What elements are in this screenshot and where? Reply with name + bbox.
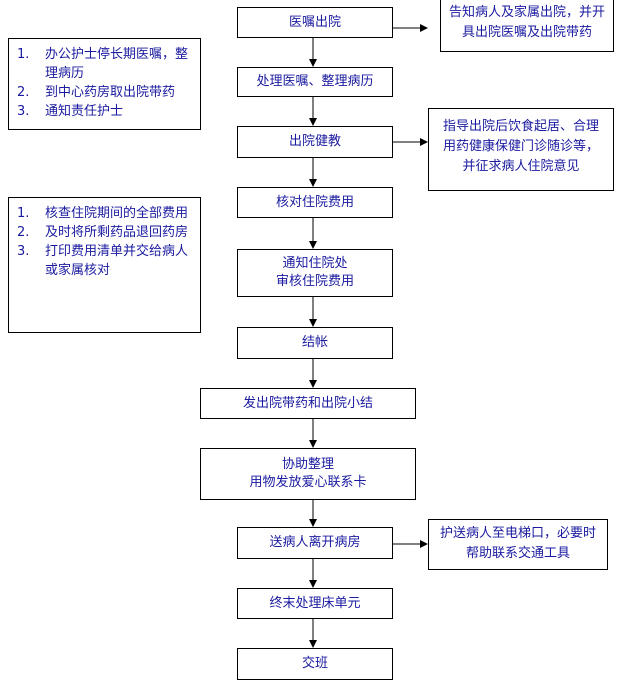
- list-item: 1.核查住院期间的全部费用: [17, 206, 189, 221]
- note-escort: 护送病人至电梯口，必要时帮助联系交通工具: [428, 519, 608, 570]
- list-item: 2.及时将所剩药品退回药房: [17, 225, 189, 240]
- step-settle-account: 结帐: [237, 327, 393, 359]
- step-issue-medicine-summary: 发出院带药和出院小结: [200, 388, 416, 419]
- note-discharge-order: 告知病人及家属出院，并开具出院医嘱及出院带药: [440, 0, 614, 52]
- note-health-education: 指导出院后饮食起居、合理用药健康保健门诊随诊等，并征求病人住院意见: [428, 108, 614, 191]
- list-item: 3.通知责任护士: [17, 104, 124, 119]
- step-assist-packing: 协助整理 用物发放爱心联系卡: [200, 448, 416, 500]
- list-item: 1.办公护士停长期医嘱，整理病历: [17, 47, 189, 81]
- step-discharge-order: 医嘱出院: [237, 7, 393, 38]
- step-handover: 交班: [237, 648, 393, 680]
- step-process-orders: 处理医嘱、整理病历: [237, 67, 393, 97]
- step-escort-patient: 送病人离开病房: [237, 527, 393, 559]
- list-billing-tasks: 1.核查住院期间的全部费用 2.及时将所剩药品退回药房 3.打印费用清单并交给病…: [8, 197, 201, 333]
- list-item: 3.打印费用清单并交给病人或家属核对: [17, 244, 189, 278]
- list-order-tasks: 1.办公护士停长期医嘱，整理病历 2.到中心药房取出院带药 3.通知责任护士: [8, 38, 201, 130]
- step-verify-fees: 核对住院费用: [237, 187, 393, 218]
- list-item: 2.到中心药房取出院带药: [17, 85, 176, 100]
- step-notify-admission-office: 通知住院处 审核住院费用: [237, 249, 393, 297]
- step-health-education: 出院健教: [237, 126, 393, 158]
- step-terminal-cleaning: 终末处理床单元: [237, 588, 393, 619]
